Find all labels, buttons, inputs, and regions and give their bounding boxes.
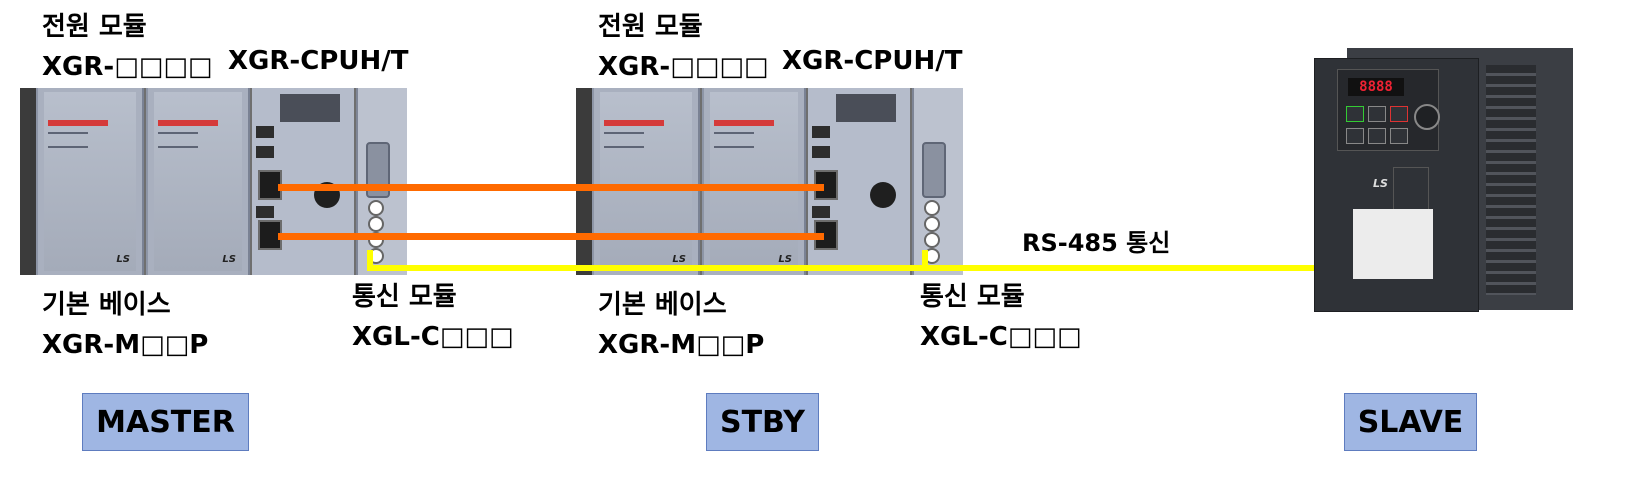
master-cpu-model: XGR-CPUH/T xyxy=(228,46,409,76)
mode-key xyxy=(1346,128,1364,144)
inverter-keypad: 8888 xyxy=(1337,69,1440,151)
power-module-2: LS xyxy=(702,88,806,275)
master-base-label: 기본 베이스 xyxy=(42,290,171,320)
serial-connector xyxy=(922,142,946,198)
master-comm-model: XGL-C□□□ xyxy=(352,322,514,352)
inverter-warning-sticker xyxy=(1353,209,1433,279)
stby-base-model: XGR-M□□P xyxy=(598,330,765,360)
stby-power-label: 전원 모듈 xyxy=(598,12,703,42)
slave-role-box: SLAVE xyxy=(1344,393,1477,451)
ls-logo: LS xyxy=(222,254,236,265)
cpu-module xyxy=(252,88,354,275)
power-module-1: LS xyxy=(36,88,144,275)
inverter-ls-logo: LS xyxy=(1373,177,1388,190)
ls-logo: LS xyxy=(778,254,792,265)
comm-module xyxy=(356,88,407,275)
master-power-label: 전원 모듈 xyxy=(42,12,147,42)
rs485-cable-drop-stby xyxy=(922,250,928,270)
sync-cable-2 xyxy=(278,233,824,240)
stby-comm-model: XGL-C□□□ xyxy=(920,322,1082,352)
master-power-model: XGR-□□□□ xyxy=(42,52,213,82)
inverter-dial xyxy=(1414,104,1440,130)
stby-comm-label: 통신 모듈 xyxy=(920,282,1025,312)
ls-logo: LS xyxy=(116,254,130,265)
master-role-box: MASTER xyxy=(82,393,249,451)
inverter-device: 8888 LS xyxy=(1314,58,1536,312)
stby-role-box: STBY xyxy=(706,393,819,451)
inverter-display: 8888 xyxy=(1348,78,1404,96)
rs485-cable-drop-master xyxy=(367,250,373,270)
stop-key xyxy=(1390,106,1408,122)
master-base-model: XGR-M□□P xyxy=(42,330,209,360)
ls-logo: LS xyxy=(672,254,686,265)
base-endcap xyxy=(20,88,36,275)
base-endcap xyxy=(576,88,592,275)
stby-cpu-model: XGR-CPUH/T xyxy=(782,46,963,76)
enter-key xyxy=(1390,128,1408,144)
cpu-module xyxy=(808,88,910,275)
up-key xyxy=(1368,106,1386,122)
master-plc-rack: LS LS xyxy=(20,88,407,275)
power-module-2: LS xyxy=(146,88,250,275)
inverter-cover xyxy=(1393,167,1429,215)
rs485-link-label: RS-485 통신 xyxy=(1022,229,1171,257)
master-comm-label: 통신 모듈 xyxy=(352,282,457,312)
stby-base-label: 기본 베이스 xyxy=(598,290,727,320)
run-key xyxy=(1346,106,1364,122)
stby-plc-rack: LS LS xyxy=(576,88,963,275)
comm-module xyxy=(912,88,963,275)
cpu-knob xyxy=(870,182,896,208)
inverter-fins xyxy=(1486,65,1536,295)
down-key xyxy=(1368,128,1386,144)
sync-cable-1 xyxy=(278,184,824,191)
rs485-cable xyxy=(367,265,1315,271)
power-module-1: LS xyxy=(592,88,700,275)
stby-power-model: XGR-□□□□ xyxy=(598,52,769,82)
